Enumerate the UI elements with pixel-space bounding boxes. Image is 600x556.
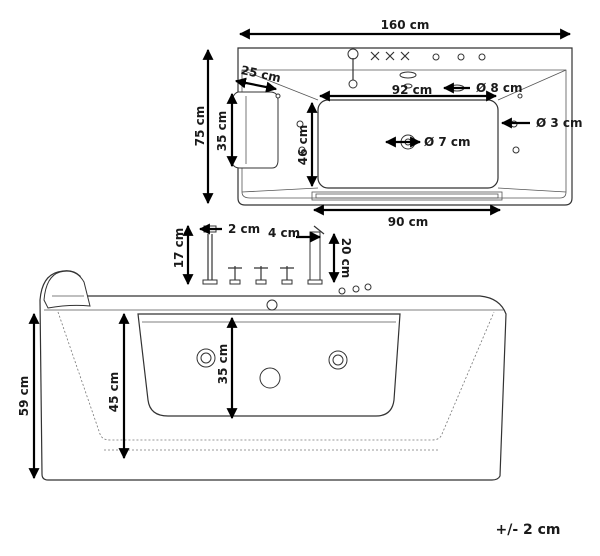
front-view-jets (196, 299, 348, 389)
dim-label-top-depth: 75 cm (193, 106, 207, 147)
front-view-small-buttons (338, 283, 372, 295)
front-view-inner-profile (57, 311, 495, 441)
top-view-overflow (399, 71, 417, 79)
dim-label-pillow-width: 25 cm (240, 63, 283, 85)
dim-label-basin-bottom: 90 cm (388, 215, 429, 229)
dim-label-shower-height: 20 cm (339, 238, 353, 279)
dim-line-25 (234, 77, 278, 93)
dim-label-spout-offset: 2 cm (228, 222, 260, 236)
dim-label-drain-diameter: Ø 7 cm (424, 135, 471, 149)
dim-label-inner-depth: 45 cm (107, 372, 121, 413)
top-view-overflow-small (403, 83, 413, 89)
dim-label-shower-offset: 4 cm (268, 226, 300, 240)
dim-label-spout-height: 17 cm (172, 228, 186, 269)
dim-label-basin-length: 92 cm (392, 83, 433, 97)
top-view-valve-handles (370, 51, 486, 61)
front-view-valve-handles (228, 266, 294, 285)
front-view-shower-handle (307, 225, 325, 285)
top-view-pillow (231, 91, 279, 169)
dim-label-overflow-diameter: Ø 8 cm (476, 81, 523, 95)
top-view-side-jets (275, 93, 523, 154)
front-view: 17 cm 2 cm 4 cm 20 cm 59 cm 45 cm 35 cm (17, 222, 507, 481)
front-view-headrest (43, 270, 91, 309)
dim-label-basin-width: 46 cm (296, 125, 310, 166)
top-view-faucet (347, 48, 359, 89)
top-view-outer-rim (237, 47, 573, 206)
dim-label-pillow-height: 35 cm (215, 111, 229, 152)
top-view-front-step (311, 191, 503, 201)
dim-label-tub-height: 59 cm (17, 376, 31, 417)
tolerance-note: +/- 2 cm (495, 522, 560, 538)
front-view-window (137, 313, 401, 417)
dim-label-jet-small-diameter: Ø 3 cm (536, 116, 583, 130)
top-view-inner-rim (241, 69, 567, 199)
front-view-outer-shell (39, 270, 507, 481)
dim-label-top-width: 160 cm (381, 18, 430, 32)
front-view-spout (202, 225, 218, 285)
dim-label-water-depth: 35 cm (216, 344, 230, 385)
top-view: 160 cm 75 cm 25 cm 35 cm 92 cm 46 cm 90 … (193, 18, 583, 229)
